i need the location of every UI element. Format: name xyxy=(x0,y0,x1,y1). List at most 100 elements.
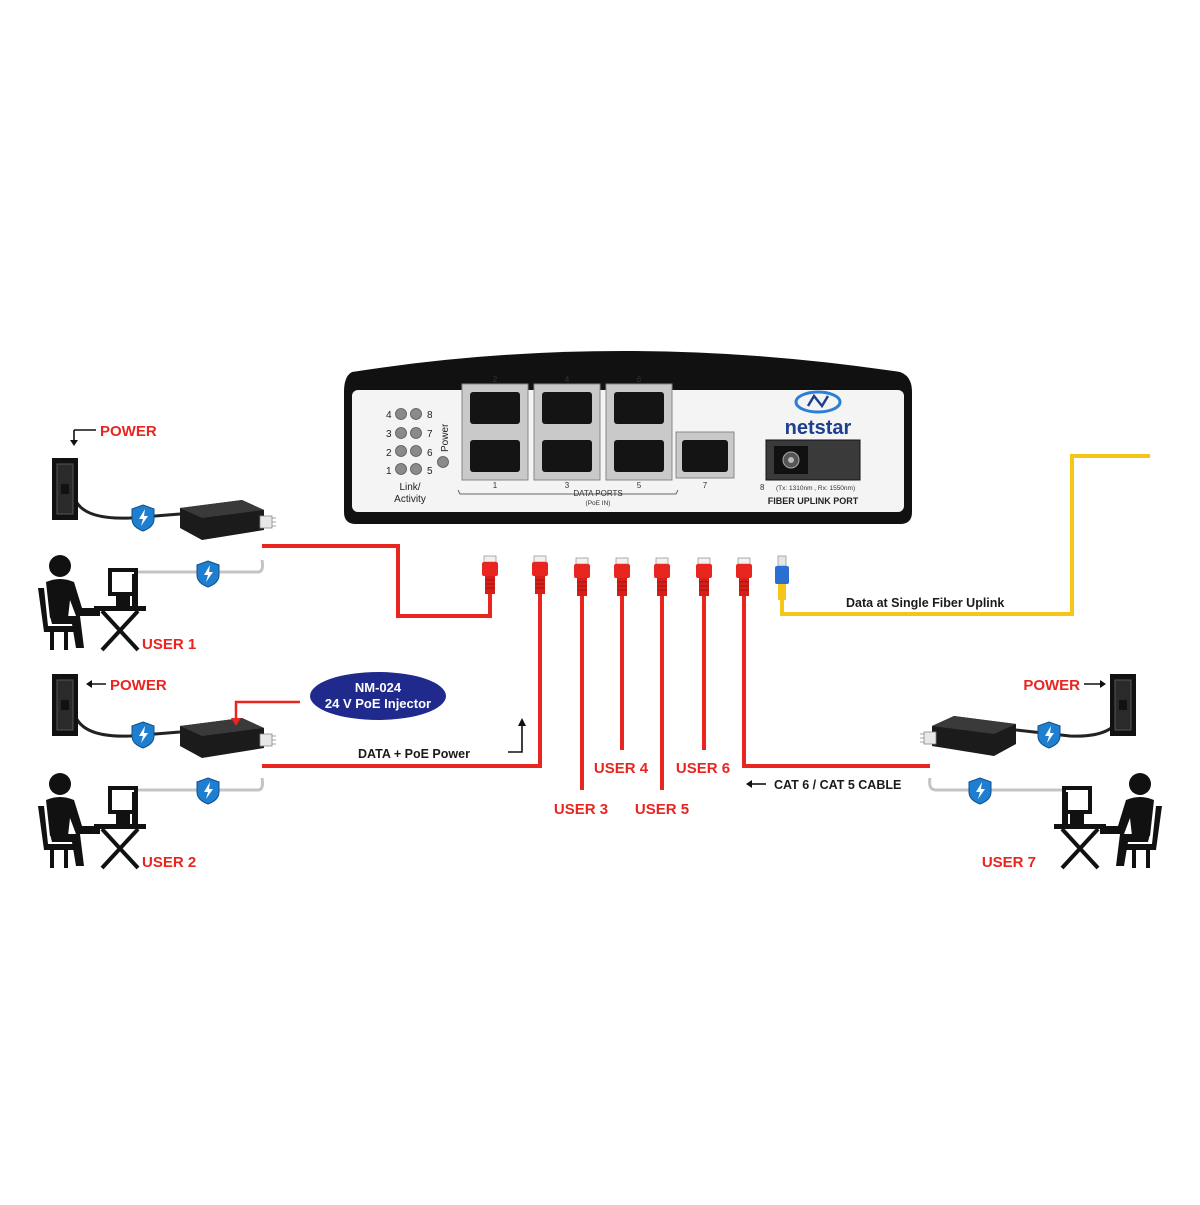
rj45-port xyxy=(542,392,592,424)
rj45-port xyxy=(614,440,664,472)
fiber-port-number: 8 xyxy=(760,483,765,492)
led-light xyxy=(395,463,407,475)
port-number: 3 xyxy=(565,481,570,490)
fiber-cable xyxy=(780,454,1150,616)
power-cord-user-1 xyxy=(72,495,181,520)
led-light xyxy=(410,445,422,457)
led-number: 3 xyxy=(386,429,392,440)
led-light xyxy=(395,445,407,457)
rj45-plug-icon xyxy=(613,557,631,597)
led-light xyxy=(410,463,422,475)
power-label-user-1: POWER xyxy=(100,423,157,440)
wall-outlet-icon xyxy=(1109,673,1137,737)
rj45-plug-icon xyxy=(735,557,753,597)
fiber-uplink-port-label: FIBER UPLINK PORT xyxy=(768,496,859,506)
led-number: 5 xyxy=(427,466,433,477)
power-led-label: Power xyxy=(440,423,451,452)
cable-type-label: CAT 6 / CAT 5 CABLE xyxy=(774,778,901,792)
power-cord-user-7 xyxy=(1015,711,1124,738)
injector-pointer-arrow xyxy=(234,700,300,722)
rj45-plug-icon xyxy=(573,557,591,597)
user-4-label: USER 4 xyxy=(594,760,649,777)
led-light xyxy=(410,427,422,439)
user-7-group xyxy=(919,673,1164,870)
brand-logo: netstar xyxy=(785,390,852,439)
user-6-label: USER 6 xyxy=(676,760,730,777)
shield-bolt-icon xyxy=(968,777,992,805)
link-label: Link/ xyxy=(399,482,420,493)
port-block: 2 4 6 1 3 5 7 DATA PORTS (PoE IN) xyxy=(457,375,735,507)
rj45-plug-icon xyxy=(531,555,549,595)
rj45-port xyxy=(470,440,520,472)
power-label-user-2: POWER xyxy=(110,677,167,694)
fiber-uplink-label: Data at Single Fiber Uplink xyxy=(846,596,1004,610)
rj45-plug-icon xyxy=(481,555,499,595)
wall-outlet-icon xyxy=(51,673,79,737)
wall-outlet-icon xyxy=(51,457,79,521)
sc-fiber-connector-icon xyxy=(775,555,789,600)
activity-label: Activity xyxy=(394,494,426,505)
led-light xyxy=(410,408,422,420)
led-number: 7 xyxy=(427,429,433,440)
port-number: 5 xyxy=(637,481,642,490)
port-number: 4 xyxy=(565,375,570,384)
cable-user-1 xyxy=(262,544,492,618)
switch-device: 4 3 2 1 8 7 6 5 Power Link/ Activity xyxy=(344,351,912,524)
poe-injector-icon xyxy=(179,717,277,759)
led-number: 1 xyxy=(386,466,392,477)
injector-badge: NM-024 24 V PoE Injector xyxy=(310,672,446,720)
cable-user-7 xyxy=(742,596,930,768)
user-2-label: USER 2 xyxy=(142,854,196,871)
rj45-port xyxy=(614,392,664,424)
shield-bolt-icon xyxy=(131,721,155,749)
led-number: 8 xyxy=(427,410,433,421)
led-light xyxy=(395,427,407,439)
rj45-port xyxy=(682,440,728,472)
data-poe-label: DATA + PoE Power xyxy=(358,747,470,761)
injector-model: NM-024 xyxy=(355,680,402,695)
port-number: 2 xyxy=(493,375,498,384)
rj45-plug-icon xyxy=(695,557,713,597)
data-ports-label: DATA PORTS xyxy=(573,489,622,498)
poe-injector-icon xyxy=(179,499,277,541)
user-at-desk-icon xyxy=(36,553,148,652)
power-label-user-7: POWER xyxy=(1023,677,1080,694)
brand-name: netstar xyxy=(785,417,852,439)
power-led xyxy=(437,456,449,468)
led-light xyxy=(395,408,407,420)
fiber-spec: (Tx: 1310nm , Rx: 1550nm) xyxy=(776,485,855,492)
arrows xyxy=(70,429,1106,788)
data-cable-user-2 xyxy=(138,777,264,792)
shield-bolt-icon xyxy=(196,777,220,805)
led-panel: 4 3 2 1 8 7 6 5 Power Link/ Activity xyxy=(386,408,451,505)
rj45-port xyxy=(542,440,592,472)
led-number: 6 xyxy=(427,448,433,459)
user-1-group xyxy=(36,457,277,652)
shield-bolt-icon xyxy=(196,560,220,588)
shield-bolt-icon xyxy=(131,504,155,532)
port-number: 1 xyxy=(493,481,498,490)
shield-bolt-icon xyxy=(1037,721,1061,749)
user-at-desk-icon xyxy=(36,771,148,870)
led-number: 4 xyxy=(386,410,392,421)
fiber-port: 8 (Tx: 1310nm , Rx: 1550nm) FIBER UPLINK… xyxy=(760,439,861,506)
plugs xyxy=(481,555,789,600)
arrow-up-icon xyxy=(508,724,523,753)
poe-in-label: (PoE IN) xyxy=(586,500,611,507)
led-number: 2 xyxy=(386,448,392,459)
user-3-label: USER 3 xyxy=(554,801,608,818)
user-at-desk-icon xyxy=(1052,771,1164,870)
rj45-plug-icon xyxy=(653,557,671,597)
user-1-label: USER 1 xyxy=(142,636,196,653)
data-cable-user-7 xyxy=(928,777,1062,792)
cable-user-2 xyxy=(262,592,542,768)
user-5-label: USER 5 xyxy=(635,801,689,818)
injector-description: 24 V PoE Injector xyxy=(325,696,431,711)
data-cable-user-1 xyxy=(138,559,264,574)
power-cord-user-2 xyxy=(72,711,181,738)
poe-injector-icon xyxy=(919,715,1017,757)
rj45-port xyxy=(470,392,520,424)
port-number: 7 xyxy=(703,481,708,490)
